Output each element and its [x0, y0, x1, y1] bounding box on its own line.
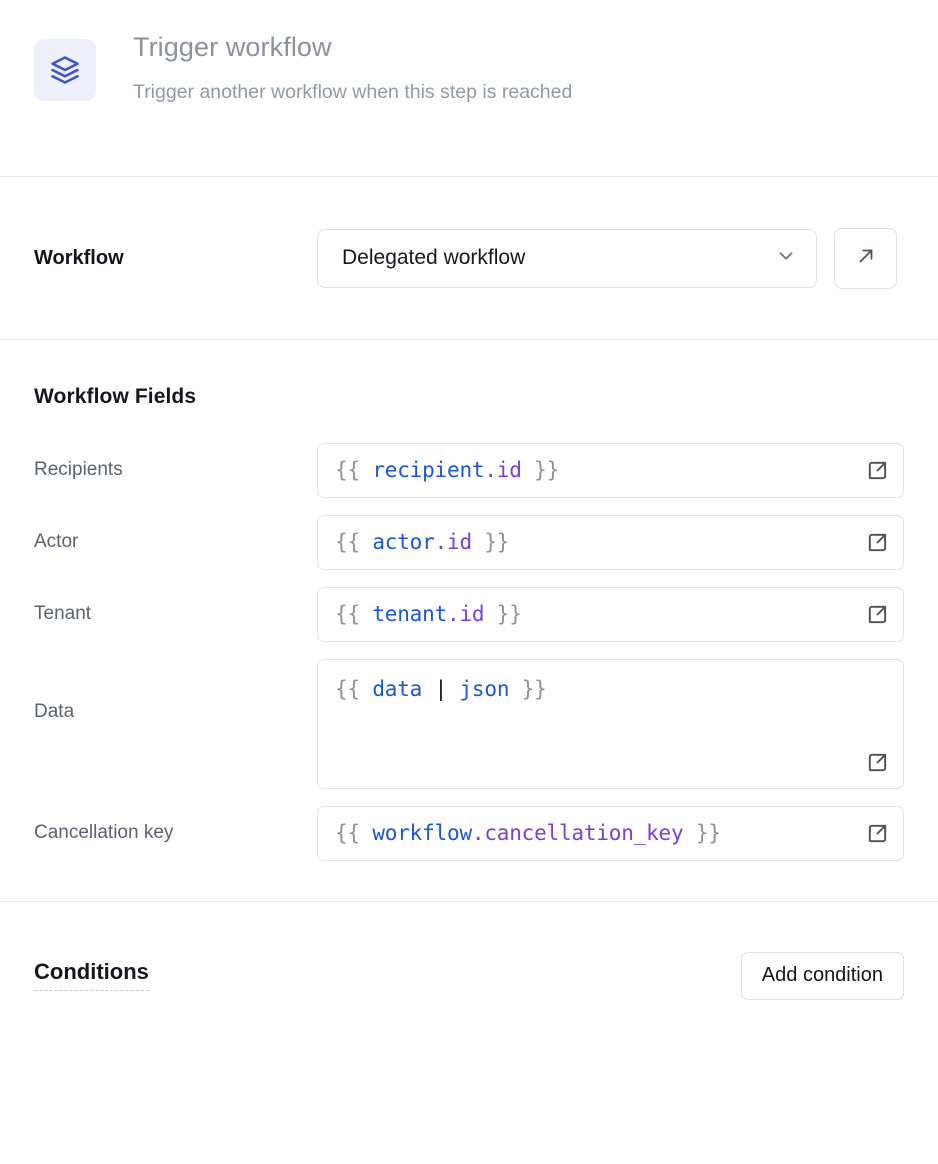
- workflow-select[interactable]: Delegated workflow: [317, 229, 817, 288]
- chevron-down-icon: [775, 245, 797, 272]
- field-row: Data {{ data | json }}: [34, 659, 904, 789]
- field-label: Tenant: [34, 587, 317, 626]
- field-value: {{ tenant.id }}: [335, 601, 522, 627]
- external-link-icon[interactable]: [865, 531, 889, 555]
- workflow-select-value: Delegated workflow: [342, 246, 525, 270]
- external-link-icon[interactable]: [865, 822, 889, 846]
- open-workflow-button[interactable]: [834, 228, 897, 289]
- conditions-section: Conditions Add condition: [0, 902, 938, 1049]
- field-input[interactable]: {{ tenant.id }}: [317, 587, 904, 642]
- header-text-group: Trigger workflow Trigger another workflo…: [133, 33, 572, 105]
- field-value: {{ recipient.id }}: [335, 457, 559, 483]
- field-label: Data: [34, 659, 317, 724]
- external-link-icon[interactable]: [865, 750, 889, 774]
- panel-header: Trigger workflow Trigger another workflo…: [0, 0, 938, 176]
- workflow-fields-list: Recipients {{ recipient.id }} Actor {{ acto…: [34, 443, 904, 861]
- field-input[interactable]: {{ data | json }}: [317, 659, 904, 789]
- field-label: Actor: [34, 515, 317, 554]
- field-value: {{ workflow.cancellation_key }}: [335, 820, 721, 846]
- field-value: {{ data | json }}: [335, 676, 547, 702]
- field-label: Cancellation key: [34, 806, 317, 845]
- workflow-label: Workflow: [34, 247, 317, 270]
- external-link-icon[interactable]: [865, 603, 889, 627]
- workflow-select-group: Delegated workflow: [317, 228, 897, 289]
- conditions-title: Conditions: [34, 960, 149, 990]
- page-subtitle: Trigger another workflow when this step …: [133, 81, 572, 104]
- external-link-icon[interactable]: [865, 459, 889, 483]
- add-condition-button[interactable]: Add condition: [741, 952, 904, 1000]
- page-title: Trigger workflow: [133, 33, 572, 61]
- workflow-fields-section: Workflow Fields Recipients {{ recipient.i…: [0, 340, 938, 901]
- field-value: {{ actor.id }}: [335, 529, 509, 555]
- field-input[interactable]: {{ recipient.id }}: [317, 443, 904, 498]
- workflow-fields-title: Workflow Fields: [34, 385, 904, 409]
- field-row: Tenant {{ tenant.id }}: [34, 587, 904, 642]
- layers-icon: [34, 39, 96, 101]
- field-row: Actor {{ actor.id }}: [34, 515, 904, 570]
- arrow-up-right-icon: [855, 245, 877, 272]
- workflow-section: Workflow Delegated workflow: [0, 177, 938, 339]
- field-label: Recipients: [34, 443, 317, 482]
- field-row: Cancellation key {{ workflow.cancellation…: [34, 806, 904, 861]
- field-row: Recipients {{ recipient.id }}: [34, 443, 904, 498]
- field-input[interactable]: {{ workflow.cancellation_key }}: [317, 806, 904, 861]
- field-input[interactable]: {{ actor.id }}: [317, 515, 904, 570]
